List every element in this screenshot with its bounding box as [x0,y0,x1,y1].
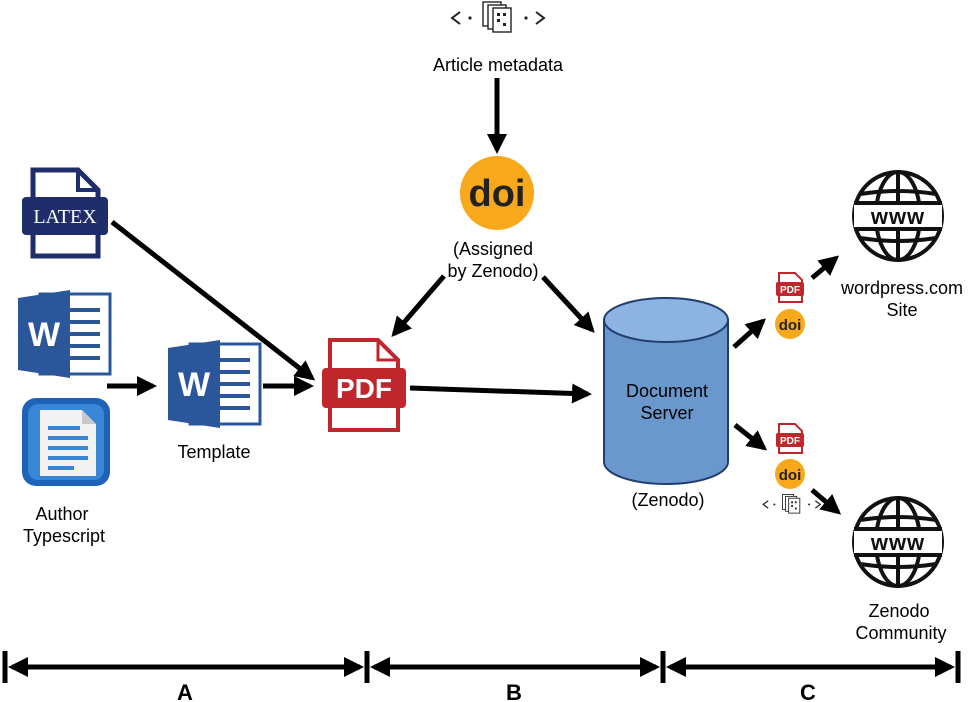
latex-document-icon: LATEX [22,167,108,259]
template-icon-letter: W [178,366,211,404]
small-metadata-icon [762,493,821,514]
author-label-line1: Author [35,504,88,524]
doi-icon: doi [460,156,534,230]
arrow-bundle-to-community [810,488,842,515]
article-metadata-label: Article metadata [433,55,564,75]
community-label-line2: Community [855,623,946,643]
author-label-line2: Typescript [23,526,105,546]
zenodo-paren-label: (Zenodo) [631,490,704,510]
doi-icon-text: doi [469,173,526,215]
assigned-label-line2: by Zenodo) [447,261,538,281]
arrow-pdf-to-server [409,383,592,404]
word-document-icon: W [18,290,112,378]
community-label-line1: Zenodo [868,601,929,621]
phase-bar [2,651,961,683]
server-label-line2: Server [640,403,693,423]
arrow-doi-to-pdf [391,274,446,338]
small-pdf-text: PDF [780,285,800,296]
server-label-line1: Document [626,381,708,401]
small-pdf-icon-2: PDF [776,423,804,454]
phase-a-label: A [177,680,193,702]
small-doi-icon: doi [775,309,805,339]
phase-c-label: C [800,680,816,702]
pdf-icon: PDF [322,338,406,432]
arrow-server-to-community-bundle [733,423,768,451]
template-label: Template [177,442,250,462]
phase-b-label: B [506,680,522,702]
small-pdf-icon: PDF [776,272,804,303]
wordpress-label-line2: Site [886,300,917,320]
arrow-latex-to-pdf [110,220,316,381]
metadata-icon [451,1,545,33]
wordpress-label-line1: wordpress.com [840,278,963,298]
small-pdf-text-2: PDF [780,436,800,447]
small-doi-text-2: doi [779,467,802,484]
arrow-doi-to-server [541,275,595,333]
typescript-document-icon [22,398,110,486]
assigned-label-line1: (Assigned [453,239,533,259]
small-doi-text: doi [779,317,802,334]
zenodo-community-globe-icon: www [852,496,944,588]
arrow-bundle-to-wordpress [810,255,840,280]
wordpress-globe-icon: www [852,170,944,262]
word-icon-letter: W [28,316,61,354]
arrow-server-to-wordpress-bundle [732,318,766,349]
wordpress-www-text: www [870,204,925,229]
document-server-cylinder [603,297,729,485]
pdf-icon-text: PDF [336,373,392,404]
community-www-text: www [870,530,925,555]
latex-icon-text: LATEX [33,206,97,228]
template-word-icon: W [168,340,262,428]
small-doi-icon-2: doi [775,459,805,489]
